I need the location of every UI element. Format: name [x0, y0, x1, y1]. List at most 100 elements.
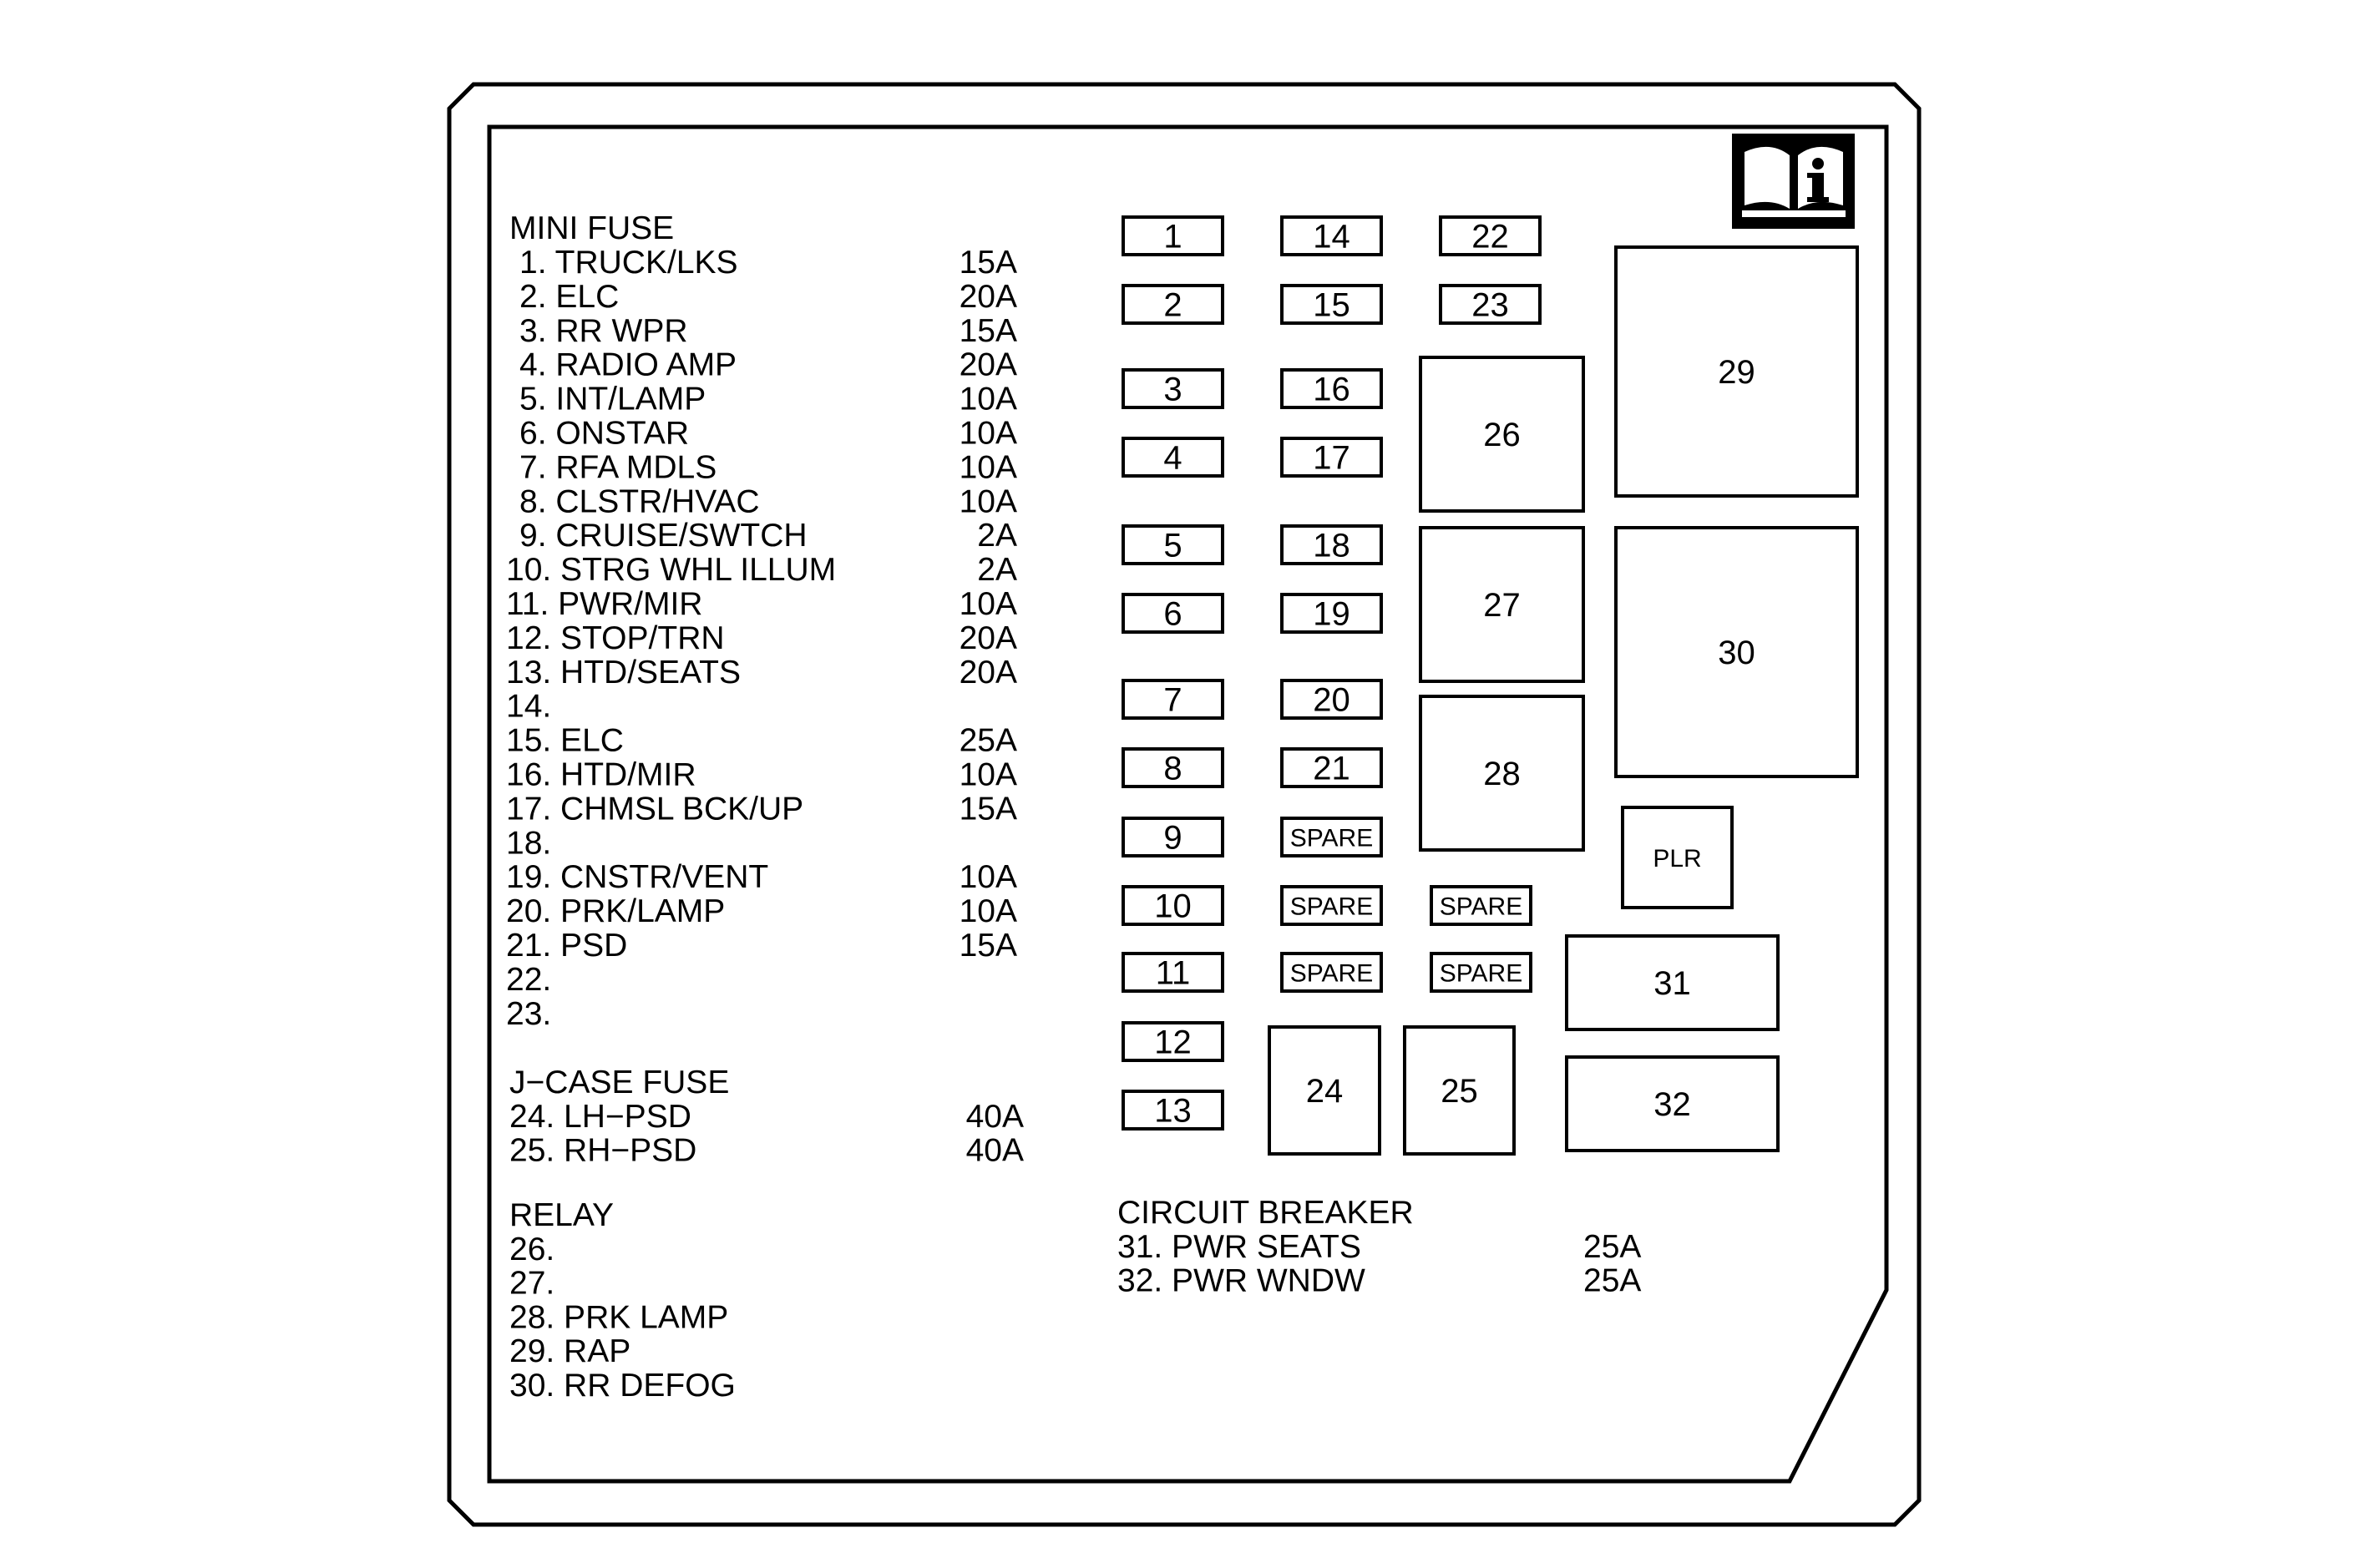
- jcase-fuse-heading: J−CASE FUSE: [509, 1065, 729, 1100]
- mini-fuse-slot-outline: [1122, 437, 1224, 478]
- mini-fuse-item-rating: 20A: [960, 620, 1017, 656]
- circuit-breaker-slot: 32: [1565, 1055, 1780, 1152]
- mini-fuse-slot-label: 8: [1163, 751, 1182, 787]
- mini-fuse-slot-label: 20: [1313, 682, 1350, 719]
- mini-fuse-item-label: 9. CRUISE/SWTCH: [519, 518, 808, 554]
- mini-fuse-slot-label: 15: [1313, 287, 1350, 324]
- plr-slot-outline: [1621, 806, 1734, 909]
- circuit-breaker-slot-outline: [1565, 934, 1780, 1031]
- mini-fuse-slot-label: 16: [1313, 372, 1350, 408]
- mini-fuse-slot-label: 12: [1154, 1024, 1192, 1061]
- mini-fuse-item-rating: 10A: [960, 382, 1017, 417]
- mini-fuse-slot: 18: [1280, 524, 1383, 565]
- mini-fuse-slot-outline: [1122, 1090, 1224, 1131]
- mini-fuse-item-label: 7. RFA MDLS: [519, 449, 717, 485]
- circuit-breaker-item-label: 32. PWR WNDW: [1117, 1263, 1365, 1299]
- relay-item-label: 29. RAP: [509, 1333, 630, 1369]
- relay-slot-outline: [1419, 695, 1585, 852]
- mini-fuse-slot: 20: [1280, 679, 1383, 720]
- relay-slot-outline: [1419, 526, 1585, 683]
- spare-fuse-slot: SPARE: [1280, 817, 1383, 857]
- mini-fuse-item-label: 6. ONSTAR: [519, 416, 689, 452]
- jcase-fuse-slot-outline: [1268, 1025, 1381, 1156]
- mini-fuse-item-label: 8. CLSTR/HVAC: [519, 483, 760, 519]
- mini-fuse-slot-outline: [1122, 885, 1224, 926]
- mini-fuse-item-rating: 10A: [960, 586, 1017, 622]
- spare-fuse-slot-label: SPARE: [1290, 893, 1373, 921]
- circuit-breaker-slot-outline: [1565, 1055, 1780, 1152]
- mini-fuse-slot: 10: [1122, 885, 1224, 926]
- spare-fuse-slot-outline: [1280, 885, 1383, 926]
- relay-slot-label: 29: [1718, 354, 1755, 391]
- mini-fuse-item-label: 19. CNSTR/VENT: [506, 859, 768, 895]
- mini-fuse-slot-outline: [1122, 817, 1224, 857]
- spare-fuse-slot-label: SPARE: [1290, 825, 1373, 852]
- jcase-fuse-item-label: 24. LH−PSD: [509, 1099, 691, 1135]
- mini-fuse-item-rating: 15A: [960, 791, 1017, 827]
- mini-fuse-slot: 13: [1122, 1090, 1224, 1131]
- mini-fuse-slot-outline: [1122, 368, 1224, 409]
- jcase-fuse-item-rating: 40A: [966, 1099, 1024, 1135]
- relay-slot-outline: [1614, 526, 1859, 778]
- mini-fuse-slot-outline: [1122, 593, 1224, 634]
- circuit-breaker-item-rating: 25A: [1583, 1229, 1641, 1265]
- mini-fuse-slot: 17: [1280, 437, 1383, 478]
- fuse-block-inner-outline: [487, 124, 1889, 1484]
- spare-fuse-slot-outline: [1430, 885, 1532, 926]
- relay-slot-outline: [1614, 245, 1859, 498]
- spare-fuse-slot: SPARE: [1430, 952, 1532, 993]
- relay-item-label: 27.: [509, 1266, 554, 1302]
- fuse-slot-layout: 123456789101112131415161718192021SPARESP…: [1122, 215, 1859, 1156]
- relay-slot-label: 30: [1718, 635, 1755, 671]
- mini-fuse-slot-label: 17: [1313, 440, 1350, 477]
- mini-fuse-slot-label: 3: [1163, 372, 1182, 408]
- mini-fuse-item-rating: 20A: [960, 655, 1017, 690]
- mini-fuse-slot-label: 10: [1154, 888, 1192, 925]
- jcase-fuse-slot-outline: [1403, 1025, 1516, 1156]
- mini-fuse-slot-label: 19: [1313, 596, 1350, 633]
- mini-fuse-slot: 23: [1439, 284, 1542, 325]
- mini-fuse-slot: 22: [1439, 215, 1542, 256]
- relay-slot-label: 26: [1483, 417, 1521, 453]
- relay-item-label: 26.: [509, 1232, 554, 1267]
- mini-fuse-slot: 12: [1122, 1021, 1224, 1062]
- mini-fuse-item-rating: 10A: [960, 893, 1017, 929]
- mini-fuse-item-label: 23.: [506, 996, 551, 1032]
- mini-fuse-slot-outline: [1280, 747, 1383, 788]
- mini-fuse-item-label: 13. HTD/SEATS: [506, 655, 741, 690]
- mini-fuse-item-label: 5. INT/LAMP: [519, 382, 706, 417]
- mini-fuse-slot-label: 18: [1313, 528, 1350, 564]
- jcase-fuse-slot-label: 24: [1306, 1073, 1344, 1110]
- relay-item-label: 28. PRK LAMP: [509, 1299, 728, 1335]
- spare-fuse-slot-label: SPARE: [1290, 960, 1373, 988]
- jcase-fuse-list: 24. LH−PSD 40A 25. RH−PSD 40A: [509, 1099, 1024, 1169]
- mini-fuse-slot: 14: [1280, 215, 1383, 256]
- mini-fuse-slot: 2: [1122, 284, 1224, 325]
- jcase-fuse-slot: 24: [1268, 1025, 1381, 1156]
- relay-slot: 26: [1419, 356, 1585, 513]
- mini-fuse-item-label: 3. RR WPR: [519, 313, 688, 349]
- mini-fuse-slot-label: 14: [1313, 219, 1350, 255]
- relay-slot: 29: [1614, 245, 1859, 498]
- mini-fuse-item-label: 17. CHMSL BCK/UP: [506, 791, 803, 827]
- mini-fuse-slot-label: 4: [1163, 440, 1182, 477]
- mini-fuse-slot-outline: [1280, 593, 1383, 634]
- jcase-fuse-item-rating: 40A: [966, 1133, 1024, 1169]
- mini-fuse-slot-label: 1: [1163, 219, 1182, 255]
- mini-fuse-item-rating: 10A: [960, 416, 1017, 452]
- spare-fuse-slot-outline: [1430, 952, 1532, 993]
- mini-fuse-slot-outline: [1280, 215, 1383, 256]
- mini-fuse-slot: 6: [1122, 593, 1224, 634]
- relay-slot-label: 28: [1483, 756, 1521, 792]
- mini-fuse-slot: 8: [1122, 747, 1224, 788]
- mini-fuse-slot: 15: [1280, 284, 1383, 325]
- spare-fuse-slot: SPARE: [1280, 885, 1383, 926]
- jcase-fuse-item-label: 25. RH−PSD: [509, 1133, 696, 1169]
- mini-fuse-heading: MINI FUSE: [509, 210, 674, 246]
- mini-fuse-item-label: 20. PRK/LAMP: [506, 893, 725, 929]
